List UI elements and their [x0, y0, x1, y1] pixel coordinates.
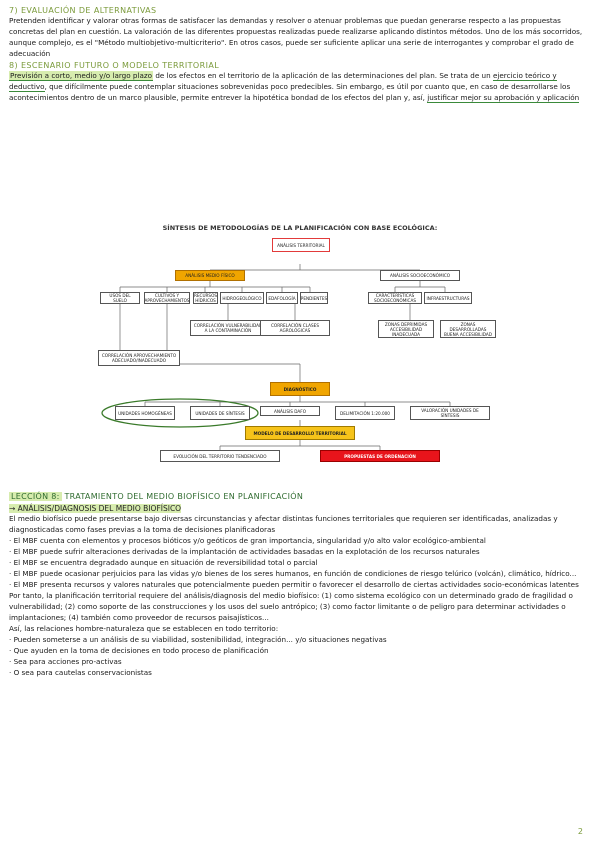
box-edafologia: EDAFOLOGÍA	[266, 292, 298, 304]
bullet-5: · El MBF presenta recursos y valores nat…	[9, 580, 579, 589]
underline-justificar: justificar mejor su aprobación y aplicac…	[427, 93, 580, 103]
lesson-heading: Lección 8: Tratamiento del medio biofísi…	[9, 492, 593, 501]
box-analisis-territorial: ANÁLISIS TERRITORIAL	[272, 238, 330, 252]
box-diagnostico: DIAGNÓSTICO	[270, 382, 330, 396]
box-hidrogeologico: HIDROGEOLÓGICO	[220, 292, 264, 304]
lesson-title: Tratamiento del medio biofísico en plani…	[61, 492, 304, 501]
box-corr-aprovechamiento: CORRELACIÓN APROVECHAMIENTO ADECUADO/INA…	[98, 350, 180, 366]
bullet-1: · El MBF cuenta con elementos y procesos…	[9, 536, 486, 545]
methodology-diagram: SÍNTESIS DE METODOLOGÍAS DE LA PLANIFICA…	[80, 224, 520, 486]
heading-escenario: 8) Escenario futuro o modelo territorial	[9, 61, 220, 70]
text-escenario: Previsión a corto, medio y/o largo plazo…	[9, 70, 593, 103]
para-2: Por tanto, la planificación territorial …	[9, 591, 573, 622]
box-infraestructuras: INFRAESTRUCTURAS	[424, 292, 472, 304]
box-pendientes: PENDIENTES	[300, 292, 328, 304]
subheading-analisis: → Análisis/diagnosis del medio biofísico	[9, 504, 593, 513]
box-corr-agrologicas: CORRELACIÓN CLASES AGROLÓGICAS	[260, 320, 330, 336]
box-modelo-desarrollo: MODELO DE DESARROLLO TERRITORIAL	[245, 426, 355, 440]
box-medio-fisico: ANÁLISIS MEDIO FÍSICO	[175, 270, 245, 281]
conclusion-1: · Pueden someterse a un análisis de su v…	[9, 635, 387, 644]
text-escenario-a: de los efectos en el territorio de la ap…	[153, 71, 493, 80]
box-cultivos: CULTIVOS Y APROVECHAMIENTOS	[144, 292, 190, 304]
page-number: 2	[577, 827, 583, 836]
diagram-connectors	[101, 264, 451, 450]
para-1: El medio biofísico puede presentarse baj…	[9, 514, 558, 534]
box-caract-socio: CARACTERÍSTICAS SOCIOECONÓMICAS	[368, 292, 422, 304]
para-3: Así, las relaciones hombre-naturaleza qu…	[9, 624, 279, 633]
box-recursos-hidricos: RECURSOS HÍDRICOS	[193, 292, 218, 304]
conclusion-2: · Que ayuden en la toma de decisiones en…	[9, 646, 269, 655]
box-evolucion-territorio: EVOLUCIÓN DEL TERRITORIO TENDENCIADO	[160, 450, 280, 462]
highlight-prevision: Previsión a corto, medio y/o largo plazo	[9, 71, 154, 81]
box-socioeconomico: ANÁLISIS SOCIOECONÓMICO	[380, 270, 460, 281]
box-valoracion: VALORACIÓN UNIDADES DE SÍNTESIS	[410, 406, 490, 420]
box-propuestas-ordenacion: PROPUESTAS DE ORDENACIÓN	[320, 450, 440, 462]
heading-evaluacion: 7) Evaluación de alternativas	[9, 6, 157, 15]
text-escenario-b: , que difícilmente puede contemplar situ…	[9, 82, 571, 102]
box-unidades-sintesis: UNIDADES DE SÍNTESIS	[190, 406, 250, 420]
box-delimitacion: DELIMITACIÓN 1:20.000	[335, 406, 395, 420]
bullet-4: · El MBF puede ocasionar perjuicios para…	[9, 569, 577, 578]
bullet-3: · El MBF se encuentra degradado aunque e…	[9, 558, 318, 567]
underline-ejercicio: ejercicio teórico y deductivo	[9, 71, 557, 92]
box-analisis-dafo: ANÁLISIS DAFO	[260, 406, 320, 416]
box-zonas-desarrolladas: ZONAS DESARROLLADAS BUENA ACCESIBILIDAD	[440, 320, 496, 338]
box-unidades-homogeneas: UNIDADES HOMOGÉNEAS	[115, 406, 175, 420]
box-zonas-deprimidas: ZONAS DEPRIMIDAS ACCESIBILIDAD INADECUAD…	[378, 320, 434, 338]
diagram-title: SÍNTESIS DE METODOLOGÍAS DE LA PLANIFICA…	[162, 224, 438, 232]
text-evaluacion: Pretenden identificar y valorar otras fo…	[9, 16, 583, 58]
circle-annotation	[101, 398, 259, 428]
conclusion-4: · O sea para cautelas conservacionistas	[9, 668, 152, 677]
box-corr-vulnerabilidad: CORRELACIÓN VULNERABILIDAD A LA CONTAMIN…	[190, 320, 266, 336]
conclusion-3: · Sea para acciones pro-activas	[9, 657, 122, 666]
lesson-tag: Lección 8:	[9, 492, 62, 501]
section-lesson-8: Lección 8: Tratamiento del medio biofísi…	[9, 492, 593, 678]
section-evaluation: 7) Evaluación de alternativas Pretenden …	[9, 6, 593, 103]
bullet-2: · El MBF puede sufrir alteraciones deriv…	[9, 547, 480, 556]
box-usos-suelo: USOS DEL SUELO	[100, 292, 140, 304]
subheading-text: → Análisis/diagnosis del medio biofísico	[9, 504, 182, 513]
